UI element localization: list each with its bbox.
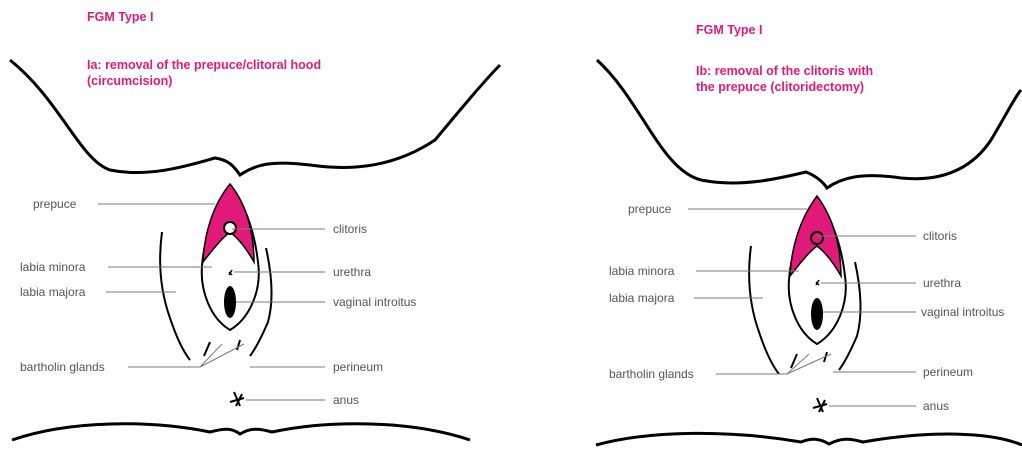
anus-mark — [813, 398, 827, 412]
label-perineum: perineum — [923, 365, 973, 379]
subtitle-line-2: the prepuce (clitoridectomy) — [696, 79, 873, 95]
urethra-mark — [229, 270, 232, 275]
vaginal-introitus-shape — [811, 298, 823, 330]
label-vaginal-introitus: vaginal introitus — [921, 305, 1004, 319]
title: FGM Type I — [696, 23, 762, 37]
label-prepuce: prepuce — [628, 202, 671, 216]
label-clitoris: clitoris — [923, 229, 957, 243]
label-urethra: urethra — [923, 276, 961, 290]
label-labia-majora: labia majora — [609, 291, 674, 305]
label-prepuce: prepuce — [33, 197, 76, 211]
label-anus: anus — [923, 399, 949, 413]
label-bartholin-glands: bartholin glands — [20, 360, 105, 374]
label-anus: anus — [333, 393, 359, 407]
vaginal-introitus-shape — [224, 286, 236, 318]
label-labia-majora: labia majora — [20, 285, 85, 299]
label-labia-minora: labia minora — [609, 264, 674, 278]
subtitle: Ia: removal of the prepuce/clitoral hood… — [87, 57, 321, 89]
title: FGM Type I — [87, 10, 153, 24]
labia-majora-left — [160, 232, 190, 360]
panel-type-ia: FGM Type I Ia: removal of the prepuce/cl… — [0, 0, 511, 452]
subtitle-tag: Ib: — [696, 64, 711, 78]
labia-majora-right — [839, 262, 861, 370]
label-vaginal-introitus: vaginal introitus — [333, 295, 416, 309]
label-urethra: urethra — [333, 265, 371, 279]
panel-type-ib: FGM Type I Ib: removal of the clitoris w… — [511, 0, 1022, 452]
label-labia-minora: labia minora — [20, 260, 85, 274]
label-bartholin-glands: bartholin glands — [609, 367, 694, 381]
lower-body-outline — [12, 424, 470, 440]
subtitle-line-2: (circumcision) — [87, 73, 321, 89]
subtitle: Ib: removal of the clitoris with the pre… — [696, 63, 873, 95]
lower-body-outline — [596, 433, 1022, 445]
bartholin-marks — [204, 340, 240, 356]
subtitle-line-1: removal of the clitoris with — [711, 64, 873, 78]
subtitle-tag: Ia: — [87, 58, 102, 72]
label-perineum: perineum — [333, 360, 383, 374]
subtitle-line-1: removal of the prepuce/clitoral hood — [102, 58, 321, 72]
labia-majora-left — [749, 246, 779, 374]
clitoris-shape — [224, 222, 236, 234]
clitoris-shape — [811, 232, 823, 244]
label-clitoris: clitoris — [333, 222, 367, 236]
urethra-mark — [816, 280, 819, 285]
anus-mark — [230, 392, 244, 406]
